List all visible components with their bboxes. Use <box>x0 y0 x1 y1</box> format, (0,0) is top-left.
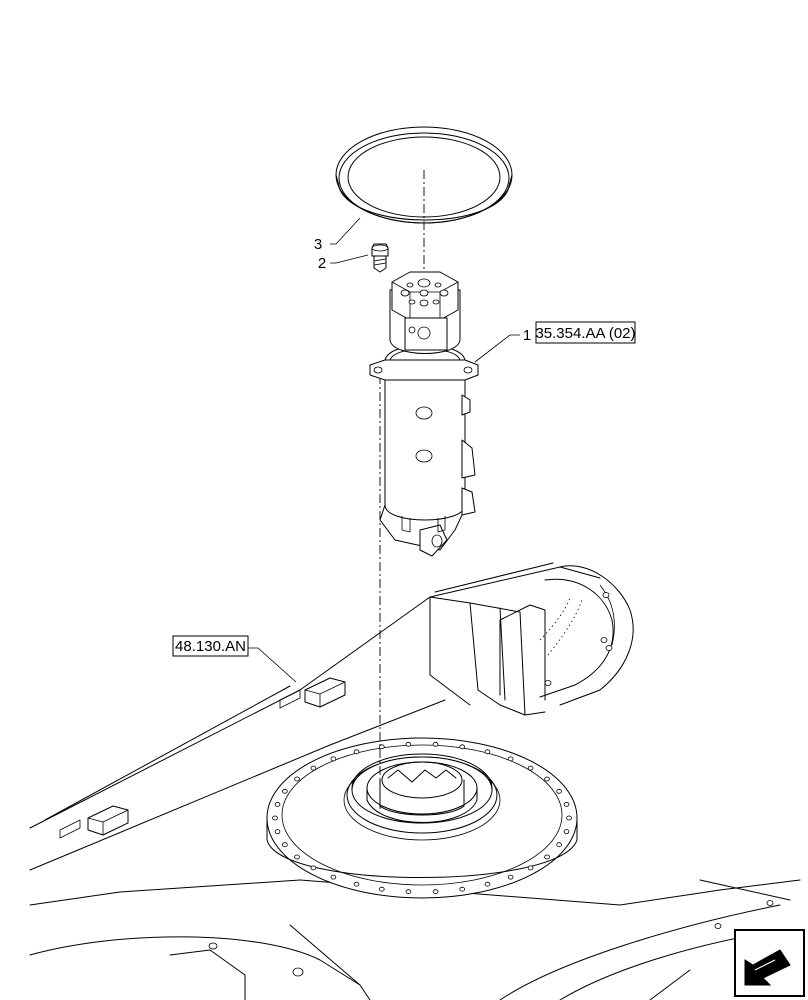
bolt-hole <box>310 765 317 771</box>
bolt-hole <box>378 886 385 892</box>
bolt-hole <box>563 829 570 834</box>
bolt-hole <box>282 788 288 794</box>
swivel-joint <box>369 271 479 557</box>
bolt-hole <box>272 815 278 821</box>
bolt-hole <box>484 881 491 887</box>
bolt-hole <box>432 889 439 895</box>
bolt-hole <box>507 756 514 762</box>
bolt <box>371 243 389 273</box>
bolt-hole <box>330 874 337 880</box>
bolt-hole <box>432 741 439 747</box>
bolt-hole <box>274 802 281 807</box>
upper-frame-structure <box>29 562 801 1000</box>
leader-lines <box>248 217 520 683</box>
bolt-hole <box>330 756 337 762</box>
bolt-hole <box>274 829 281 834</box>
bolt-hole <box>507 874 514 880</box>
bolt-hole <box>294 854 300 860</box>
bolt-hole <box>544 776 550 782</box>
bolt-hole <box>563 802 570 807</box>
bolt-hole <box>484 749 491 755</box>
bolt-hole <box>459 886 466 892</box>
callout-1-number: 1 <box>523 327 531 344</box>
callout-1-ref-box[interactable] <box>535 321 636 344</box>
frame-ref-box[interactable] <box>172 635 249 657</box>
bolt-hole <box>282 842 288 848</box>
bolt-hole <box>544 854 550 860</box>
bolt-hole <box>459 744 466 750</box>
bolt-hole <box>556 788 562 794</box>
bolt-hole <box>294 776 300 782</box>
bolt-hole <box>405 889 412 895</box>
ring-bolt-holes <box>272 741 572 895</box>
frame-ref[interactable]: 48.130.AN <box>175 638 246 655</box>
bolt-hole <box>353 881 360 887</box>
bolt-hole <box>310 865 317 871</box>
bolt-hole <box>566 815 572 821</box>
navigation-arrow-icon[interactable] <box>734 929 805 997</box>
bolt-hole <box>556 842 562 848</box>
callout-3-number: 3 <box>314 236 322 253</box>
bolt-hole <box>378 744 385 750</box>
seal-ring <box>335 126 513 224</box>
callout-1-ref[interactable]: 35.354.AA (02) <box>535 325 635 342</box>
callout-2-number: 2 <box>318 255 326 272</box>
bolt-hole <box>527 765 534 771</box>
slewing-ring <box>266 737 578 899</box>
bolt-hole <box>353 749 360 755</box>
bolt-hole <box>405 741 412 747</box>
bolt-hole <box>527 865 534 871</box>
